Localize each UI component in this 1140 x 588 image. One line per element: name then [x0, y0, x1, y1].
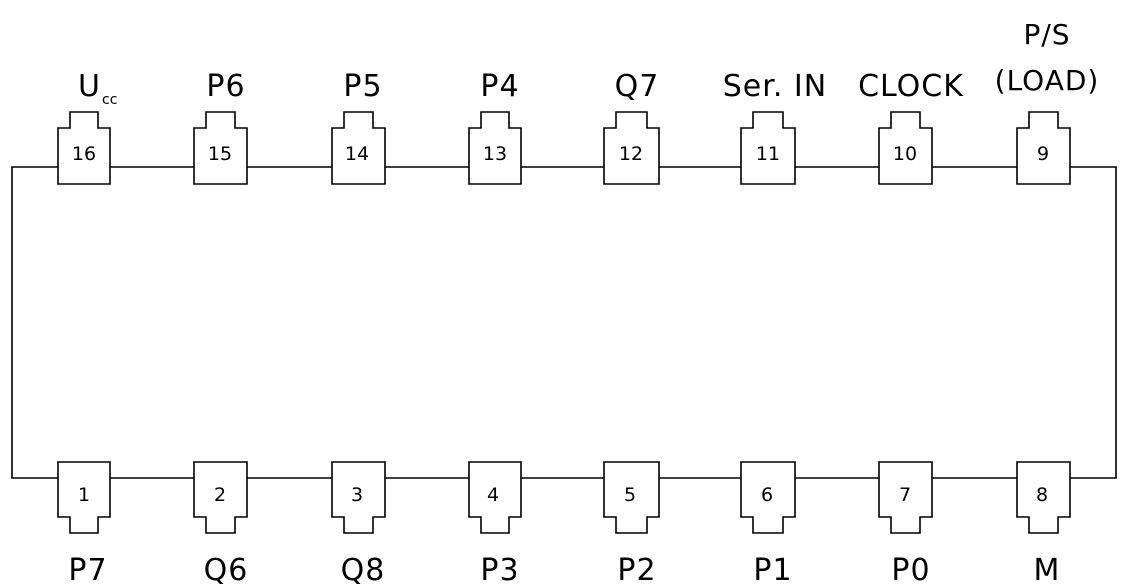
pin-4: 4 P3 [468, 461, 522, 588]
pin-16-label-subscript: cc [102, 92, 117, 108]
pin-11: 11 Ser. IN [723, 69, 827, 185]
pin-9-number: 9 [1037, 143, 1049, 165]
pin-16-number: 16 [72, 143, 96, 165]
pin-11-label: Ser. IN [723, 69, 827, 104]
pin-9: 9 P/S (LOAD) [995, 18, 1100, 185]
pin-13-pad [468, 111, 522, 185]
pin-9-label-line2: (LOAD) [995, 64, 1100, 97]
pin-4-number: 4 [487, 484, 499, 506]
pin-12: 12 Q7 [603, 69, 660, 185]
pin-8-label: M [1034, 553, 1061, 588]
pin-4-label: P3 [480, 553, 519, 588]
pin-9-label-line1: P/S [1023, 18, 1070, 51]
pin-7: 7 P0 [878, 461, 933, 588]
pin-10: 10 CLOCK [858, 69, 964, 185]
pin-5-number: 5 [624, 484, 636, 506]
pin-16: 16 U cc [57, 69, 117, 185]
pin-14-number: 14 [345, 143, 369, 165]
pin-15: 15 P6 [193, 69, 248, 185]
pin-1-number: 1 [78, 484, 90, 506]
pin-15-label: P6 [206, 69, 245, 104]
pin-6-pad [740, 461, 796, 534]
pin-2-label: Q6 [204, 553, 249, 588]
pin-10-number: 10 [893, 143, 917, 165]
pin-15-pad [193, 111, 248, 185]
pin-7-number: 7 [899, 484, 911, 506]
pin-1-label: P7 [68, 553, 107, 588]
pin-8-number: 8 [1036, 484, 1048, 506]
pin-1-pad [57, 461, 111, 534]
pin-16-pad [57, 111, 111, 185]
chip-outline [11, 166, 1117, 479]
pin-6-label: P1 [753, 553, 792, 588]
pin-10-label: CLOCK [858, 69, 964, 104]
pin-4-pad [468, 461, 522, 534]
pin-13-label: P4 [480, 69, 519, 104]
pin-14: 14 P5 [331, 69, 386, 185]
pin-16-label: U [78, 69, 101, 104]
pin-3-pad [331, 461, 386, 534]
pin-14-label: P5 [343, 69, 382, 104]
pin-10-pad [878, 111, 933, 185]
pin-5: 5 P2 [603, 461, 660, 588]
pin-15-number: 15 [208, 143, 232, 165]
pin-12-label: Q7 [615, 69, 660, 104]
pin-7-label: P0 [891, 553, 930, 588]
pin-11-number: 11 [756, 143, 780, 165]
pin-14-pad [331, 111, 386, 185]
pin-13: 13 P4 [468, 69, 522, 185]
pin-6-number: 6 [761, 484, 773, 506]
pin-12-pad [603, 111, 660, 185]
pin-2-number: 2 [214, 484, 226, 506]
pin-13-number: 13 [483, 143, 507, 165]
pin-3-number: 3 [351, 484, 363, 506]
pin-5-label: P2 [617, 553, 656, 588]
pin-12-number: 12 [619, 143, 643, 165]
pin-2: 2 Q6 [193, 461, 249, 588]
pin-9-pad [1016, 111, 1071, 185]
pin-8: 8 M [1016, 461, 1071, 588]
pin-8-pad [1016, 461, 1071, 534]
pin-7-pad [878, 461, 933, 534]
pin-2-pad [193, 461, 248, 534]
pin-3: 3 Q8 [331, 461, 386, 588]
pin-1: 1 P7 [57, 461, 111, 588]
pin-3-label: Q8 [341, 553, 386, 588]
pin-5-pad [603, 461, 660, 534]
pin-6: 6 P1 [740, 461, 796, 588]
pin-11-pad [740, 111, 796, 185]
